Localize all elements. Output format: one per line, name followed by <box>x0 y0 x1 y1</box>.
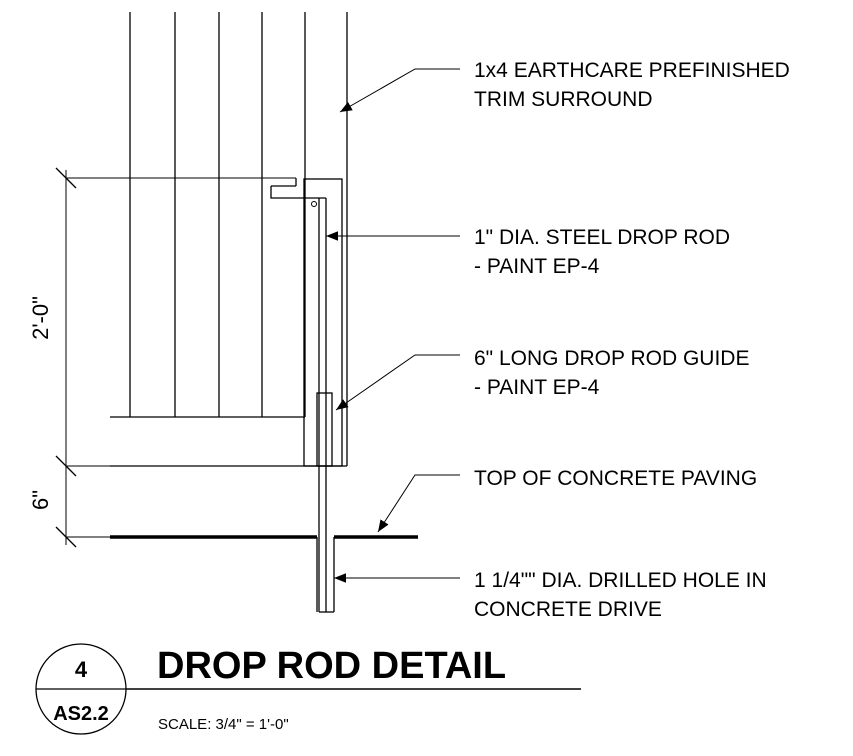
note-trim-line1: 1x4 EARTHCARE PREFINISHED <box>474 59 790 82</box>
detail-number: 4 <box>75 657 88 682</box>
drop-rod-assembly <box>270 178 343 613</box>
note-drilled-hole-line1: 1 1/4"" DIA. DRILLED HOLE IN <box>474 569 767 592</box>
gate-boards <box>110 12 348 466</box>
sheet-number: AS2.2 <box>53 703 109 725</box>
leader-lines <box>326 68 460 583</box>
dimension-lower: 6" <box>28 490 53 510</box>
dimension-upper: 2'-0" <box>28 296 53 340</box>
dimension-lines <box>55 167 296 548</box>
note-rod-guide-line1: 6" LONG DROP ROD GUIDE <box>474 347 749 370</box>
note-drilled-hole-line2: CONCRETE DRIVE <box>474 598 662 621</box>
note-rod-guide-line2: - PAINT EP-4 <box>474 376 600 399</box>
note-drop-rod-line2: - PAINT EP-4 <box>474 255 600 278</box>
scale-text: SCALE: 3/4" = 1'-0" <box>158 716 289 733</box>
detail-title: DROP ROD DETAIL <box>157 645 506 687</box>
note-drop-rod-line1: 1" DIA. STEEL DROP ROD <box>474 226 730 249</box>
note-trim-line2: TRIM SURROUND <box>474 88 653 111</box>
note-paving: TOP OF CONCRETE PAVING <box>474 467 757 490</box>
